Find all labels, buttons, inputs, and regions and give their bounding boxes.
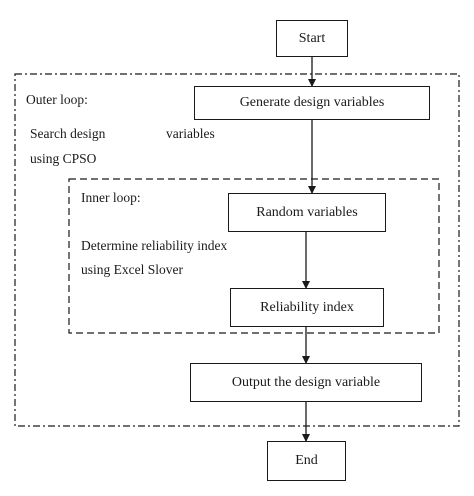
output-design-variable-node: Output the design variable bbox=[190, 363, 422, 402]
outer-loop-title: Outer loop: bbox=[26, 92, 88, 107]
inner-loop-desc-line2: using Excel Slover bbox=[81, 262, 183, 277]
generate-design-variables-node: Generate design variables bbox=[194, 86, 430, 120]
inner-loop-title: Inner loop: bbox=[81, 190, 141, 205]
end-node: End bbox=[267, 441, 346, 481]
reliability-index-node: Reliability index bbox=[230, 288, 384, 327]
start-node: Start bbox=[276, 20, 348, 57]
outer-loop-desc-part1: Search design bbox=[30, 126, 106, 141]
inner-loop-frame bbox=[68, 178, 440, 334]
random-variables-node: Random variables bbox=[228, 193, 386, 232]
outer-loop-frame bbox=[14, 73, 460, 427]
inner-loop-desc-line1: Determine reliability index bbox=[81, 238, 228, 253]
outer-loop-desc-part2: variables bbox=[166, 126, 215, 141]
outer-loop-desc-line2: using CPSO bbox=[30, 151, 97, 166]
